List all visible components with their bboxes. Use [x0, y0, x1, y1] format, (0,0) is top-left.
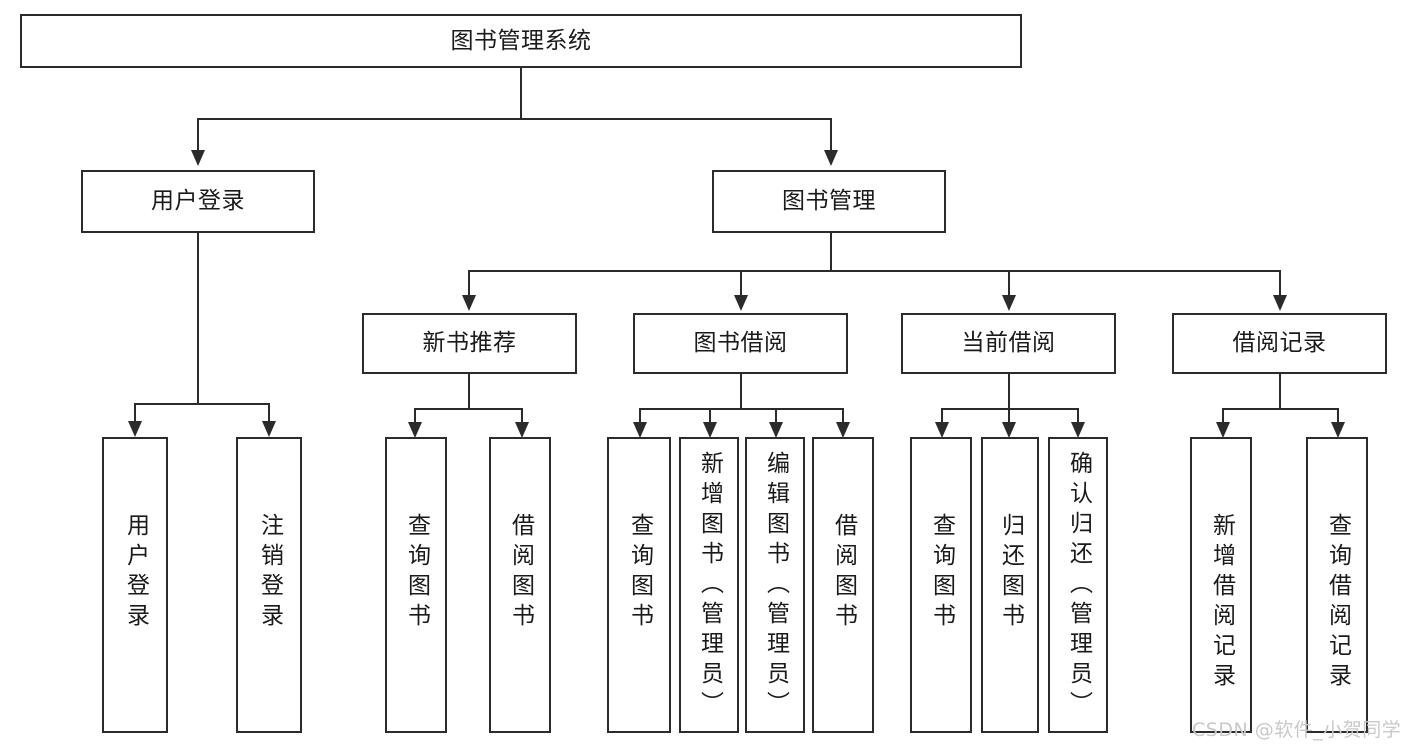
node-label: 新书推荐: [422, 330, 517, 357]
edge-book-management-stem: [830, 233, 832, 270]
arrowhead-bb-leaf-3: [769, 422, 783, 438]
edge-bus-user-login-leaves: [134, 403, 269, 405]
node-current-borrow[interactable]: 当前借阅: [901, 313, 1116, 374]
node-label: 图书管理: [782, 188, 876, 215]
node-label: 查询图书: [928, 513, 955, 633]
node-label: 确认归还（管理员）: [1065, 451, 1092, 721]
edge-drop-nb-leaf-2: [521, 408, 523, 422]
node-user-login[interactable]: 用户登录: [81, 170, 315, 233]
node-book-management[interactable]: 图书管理: [712, 170, 946, 233]
arrowhead-bb-leaf-4: [836, 422, 850, 438]
arrowhead-book-management: [824, 150, 838, 166]
edge-drop-current-borrow: [1008, 270, 1010, 295]
edge-bus-level3: [468, 270, 1280, 272]
node-label: 用户登录: [151, 188, 245, 215]
arrowhead-bb-leaf-1: [633, 422, 647, 438]
leaf-borrow-book[interactable]: 借阅图书: [812, 437, 874, 733]
node-label: 查询图书: [403, 513, 430, 633]
arrowhead-user-login: [191, 150, 205, 166]
node-label: 借阅记录: [1232, 330, 1327, 357]
arrowhead-borrow-record: [1273, 295, 1287, 311]
node-book-borrow[interactable]: 图书借阅: [633, 313, 848, 374]
edge-drop-user-login: [197, 118, 199, 150]
edge-drop-br-leaf-1: [1222, 408, 1224, 422]
arrowhead-leaf-logout: [262, 421, 276, 437]
edge-borrow-record-stem: [1279, 374, 1281, 408]
leaf-user-login[interactable]: 用户登录: [102, 437, 168, 733]
edge-root-stem: [520, 68, 522, 118]
node-label: 当前借阅: [961, 330, 1056, 357]
leaf-query-book-current[interactable]: 查询图书: [910, 437, 972, 733]
edge-bus-book-borrow-leaves: [639, 408, 844, 410]
arrowhead-cb-leaf-1: [935, 422, 949, 438]
edge-book-borrow-stem: [740, 374, 742, 408]
edge-drop-br-leaf-2: [1337, 408, 1339, 422]
arrowhead-book-borrow: [734, 295, 748, 311]
edge-user-login-stem: [197, 233, 199, 403]
edge-current-borrow-stem: [1008, 374, 1010, 408]
edge-drop-nb-leaf-1: [414, 408, 416, 422]
node-new-book-recommend[interactable]: 新书推荐: [362, 313, 577, 374]
leaf-logout[interactable]: 注销登录: [236, 437, 302, 733]
node-label: 查询图书: [626, 513, 653, 633]
edge-drop-bb-leaf-3: [775, 408, 777, 422]
node-label: 注销登录: [256, 513, 283, 633]
edge-bus-borrow-record-leaves: [1222, 408, 1338, 410]
edge-drop-book-management: [830, 118, 832, 150]
node-label: 借阅图书: [507, 513, 534, 633]
node-label: 借阅图书: [830, 513, 857, 633]
edge-drop-bb-leaf-2: [709, 408, 711, 422]
arrowhead-cb-leaf-2: [1002, 422, 1016, 438]
leaf-borrow-book-recommend[interactable]: 借阅图书: [489, 437, 551, 733]
edge-drop-book-borrow: [740, 270, 742, 295]
node-root-book-management-system[interactable]: 图书管理系统: [20, 14, 1022, 68]
arrowhead-leaf-user-login: [128, 421, 142, 437]
arrowhead-bb-leaf-2: [703, 422, 717, 438]
arrowhead-cb-leaf-3: [1071, 422, 1085, 438]
edge-drop-leaf-user-login: [134, 403, 136, 421]
node-label: 归还图书: [997, 513, 1024, 633]
arrowhead-new-book: [462, 295, 476, 311]
edge-drop-new-book: [468, 270, 470, 295]
node-label: 新增借阅记录: [1208, 513, 1235, 693]
edge-drop-bb-leaf-1: [639, 408, 641, 422]
arrowhead-current-borrow: [1002, 295, 1016, 311]
edge-drop-cb-leaf-3: [1077, 408, 1079, 422]
node-label: 编辑图书（管理员）: [762, 451, 789, 721]
arrowhead-br-leaf-2: [1331, 422, 1345, 438]
leaf-edit-book-admin[interactable]: 编辑图书（管理员）: [745, 437, 805, 733]
csdn-watermark: CSDN @软件_小贺同学: [1192, 719, 1402, 741]
leaf-query-book-borrow[interactable]: 查询图书: [607, 437, 671, 733]
leaf-query-borrow-record[interactable]: 查询借阅记录: [1306, 437, 1368, 733]
edge-drop-borrow-record: [1279, 270, 1281, 295]
arrowhead-nb-leaf-1: [408, 422, 422, 438]
edge-drop-leaf-logout: [268, 403, 270, 421]
node-label: 查询借阅记录: [1324, 513, 1351, 693]
edge-drop-bb-leaf-4: [842, 408, 844, 422]
node-borrow-record[interactable]: 借阅记录: [1172, 313, 1387, 374]
node-label: 新增图书（管理员）: [696, 451, 723, 721]
edge-drop-cb-leaf-2: [1008, 408, 1010, 422]
edge-new-book-stem: [468, 374, 470, 408]
arrowhead-br-leaf-1: [1216, 422, 1230, 438]
leaf-add-book-admin[interactable]: 新增图书（管理员）: [679, 437, 739, 733]
leaf-confirm-return-admin[interactable]: 确认归还（管理员）: [1048, 437, 1108, 733]
edge-bus-new-book-leaves: [414, 408, 522, 410]
node-label: 图书管理系统: [450, 27, 592, 54]
leaf-add-borrow-record[interactable]: 新增借阅记录: [1190, 437, 1252, 733]
edge-bus-level2: [198, 118, 832, 120]
arrowhead-nb-leaf-2: [515, 422, 529, 438]
leaf-return-book[interactable]: 归还图书: [981, 437, 1039, 733]
edge-drop-cb-leaf-1: [941, 408, 943, 422]
node-label: 用户登录: [122, 513, 149, 633]
node-label: 图书借阅: [693, 330, 788, 357]
leaf-query-book-recommend[interactable]: 查询图书: [385, 437, 447, 733]
